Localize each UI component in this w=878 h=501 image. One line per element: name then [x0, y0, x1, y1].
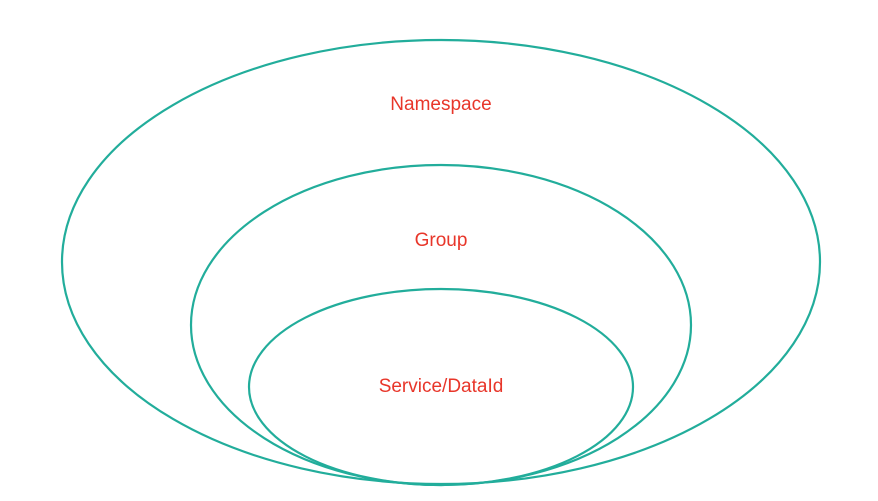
group-ring — [189, 163, 693, 487]
group-label: Group — [415, 230, 468, 251]
namespace-label: Namespace — [390, 94, 491, 115]
service-dataid-label: Service/DataId — [379, 376, 504, 397]
service-dataid-ring — [247, 287, 635, 487]
